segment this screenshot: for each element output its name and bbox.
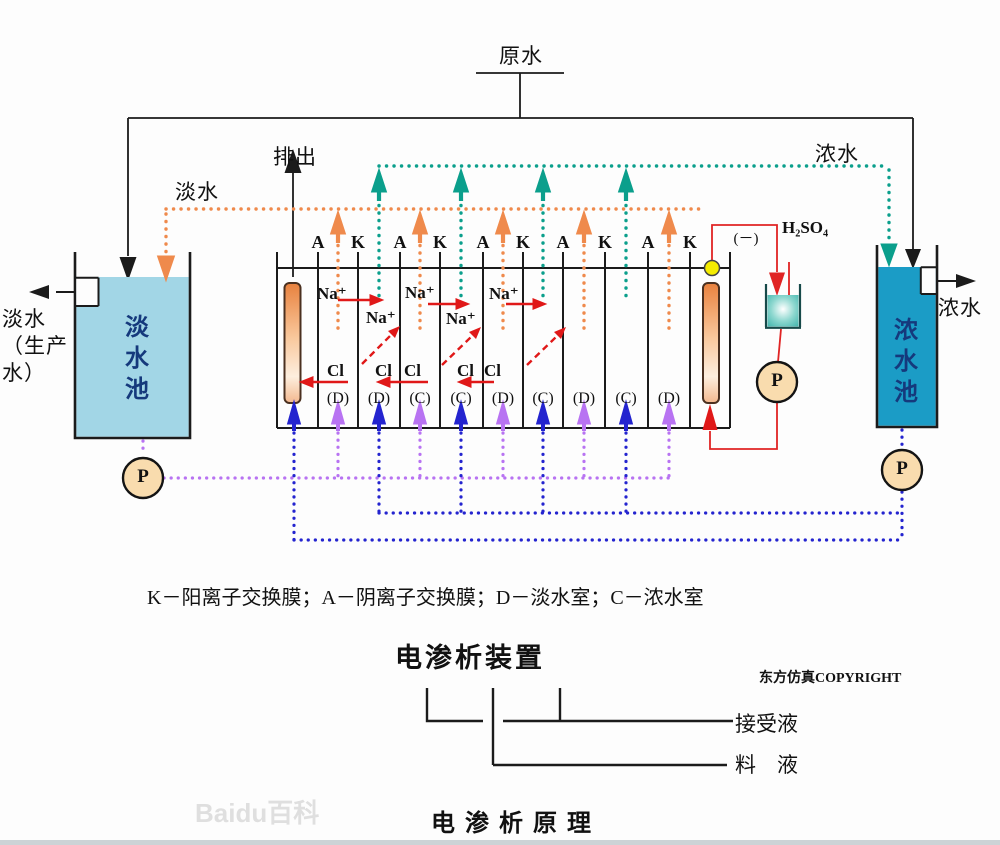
fresh-pump xyxy=(121,456,165,500)
copyright-text: 东方仿真COPYRIGHT xyxy=(759,671,902,686)
dilute-feed-dotted xyxy=(141,431,671,480)
na-ion-label: Na⁺ xyxy=(405,283,435,302)
concentrate-feed-arrowheads xyxy=(286,399,634,431)
membrane-label: A xyxy=(476,232,490,252)
fresh-line-label: 淡水 xyxy=(175,180,219,204)
concentrate-pump xyxy=(880,448,924,492)
cl-ion-label: Cl xyxy=(404,361,421,380)
cathode-label: (－) xyxy=(733,231,759,247)
ion-arrows xyxy=(298,294,566,388)
pumps xyxy=(121,360,924,500)
legend-text: K－阳离子交换膜；A－阴离子交换膜；D－淡水室；C－浓水室 xyxy=(147,587,704,609)
footer-tree xyxy=(425,688,733,767)
membrane-label: K xyxy=(682,232,697,252)
membrane-label: K xyxy=(597,232,612,252)
concentrate-tank-name: 浓水池 xyxy=(894,318,918,406)
pump-letter: P xyxy=(896,458,908,479)
cl-ion-label: Cl xyxy=(457,361,474,380)
anode-bar xyxy=(283,282,302,404)
chamber-label: (D) xyxy=(572,390,596,407)
chamber-label: (D) xyxy=(657,390,681,407)
acid-label: H₂SO₄ xyxy=(782,218,829,237)
fresh-tank-name: 淡水池 xyxy=(125,315,149,403)
raw-water-arrowheads xyxy=(119,249,921,281)
cl-ion-label: Cl xyxy=(484,361,501,380)
discharge-arrow xyxy=(284,149,302,277)
cl-ion-label: Cl xyxy=(375,361,392,380)
chamber-label: (D) xyxy=(367,390,391,407)
concentrate-arrowheads xyxy=(370,167,898,268)
acid-inlet-arrow xyxy=(769,272,785,296)
concentrate-dotted xyxy=(377,164,891,300)
overflow-notch xyxy=(76,277,99,306)
membrane-label: K xyxy=(515,232,530,252)
concentrate-outlet-label: 浓水 xyxy=(938,296,982,320)
device-title: 电渗析装置 xyxy=(395,643,545,673)
cl-ion-label: Cl xyxy=(327,361,344,380)
electrodes xyxy=(283,282,720,404)
electrode-feed-arrow xyxy=(702,404,718,430)
fresh-outlet-label: 淡水 （生产 水） xyxy=(2,307,68,385)
ion-diagonal-arrows xyxy=(361,334,557,366)
membranes xyxy=(317,252,691,428)
chamber-label: (C) xyxy=(409,390,431,407)
cathode-bar xyxy=(702,282,720,404)
fresh-outlet-arrow xyxy=(29,285,49,299)
concentrate-feed-dotted xyxy=(292,428,904,542)
na-ion-label: Na⁺ xyxy=(446,309,476,328)
chamber-label: (C) xyxy=(532,390,554,407)
membrane-label: K xyxy=(432,232,447,252)
feed-liquid-label: 料 液 xyxy=(735,753,798,777)
stack-frame xyxy=(276,252,731,429)
na-ion-label: Na⁺ xyxy=(366,308,396,327)
electrode-node xyxy=(703,259,721,277)
membrane-label: A xyxy=(641,232,655,252)
acid-pump xyxy=(755,360,799,404)
acid-beaker xyxy=(764,284,802,329)
concentrate-line-label: 浓水 xyxy=(815,142,859,166)
membrane-label: A xyxy=(311,232,325,252)
dilute-feed-arrowheads xyxy=(330,399,677,431)
overflow-notch xyxy=(920,267,936,294)
principle-title: 电 渗 析 原 理 xyxy=(431,811,593,837)
acid-circuit xyxy=(702,224,790,450)
concentrate-water-tank xyxy=(875,245,976,429)
raw-water-label: 原水 xyxy=(499,44,543,68)
chamber-label: (D) xyxy=(491,390,515,407)
baidu-watermark: Baidu百科 xyxy=(195,798,320,828)
membrane-label: A xyxy=(393,232,407,252)
discharge-label: 排出 xyxy=(273,145,317,169)
chamber-label: (D) xyxy=(326,390,350,407)
membrane-label: A xyxy=(556,232,570,252)
raw-water-lines xyxy=(127,72,914,256)
chamber-label: (C) xyxy=(450,390,472,407)
na-ion-label: Na⁺ xyxy=(489,284,519,303)
fresh-water-arrowheads xyxy=(156,209,678,283)
pump-letter: P xyxy=(137,466,149,487)
fresh-water-tank xyxy=(29,252,192,440)
membrane-label: K xyxy=(350,232,365,252)
receiving-liquid-label: 接受液 xyxy=(735,712,798,736)
bottom-border xyxy=(0,840,1000,845)
concentrate-outlet-arrow xyxy=(956,274,976,288)
chamber-label: (C) xyxy=(615,390,637,407)
pump-letter: P xyxy=(771,370,783,391)
fresh-water-dotted xyxy=(164,207,702,332)
na-ion-label: Na⁺ xyxy=(317,284,347,303)
